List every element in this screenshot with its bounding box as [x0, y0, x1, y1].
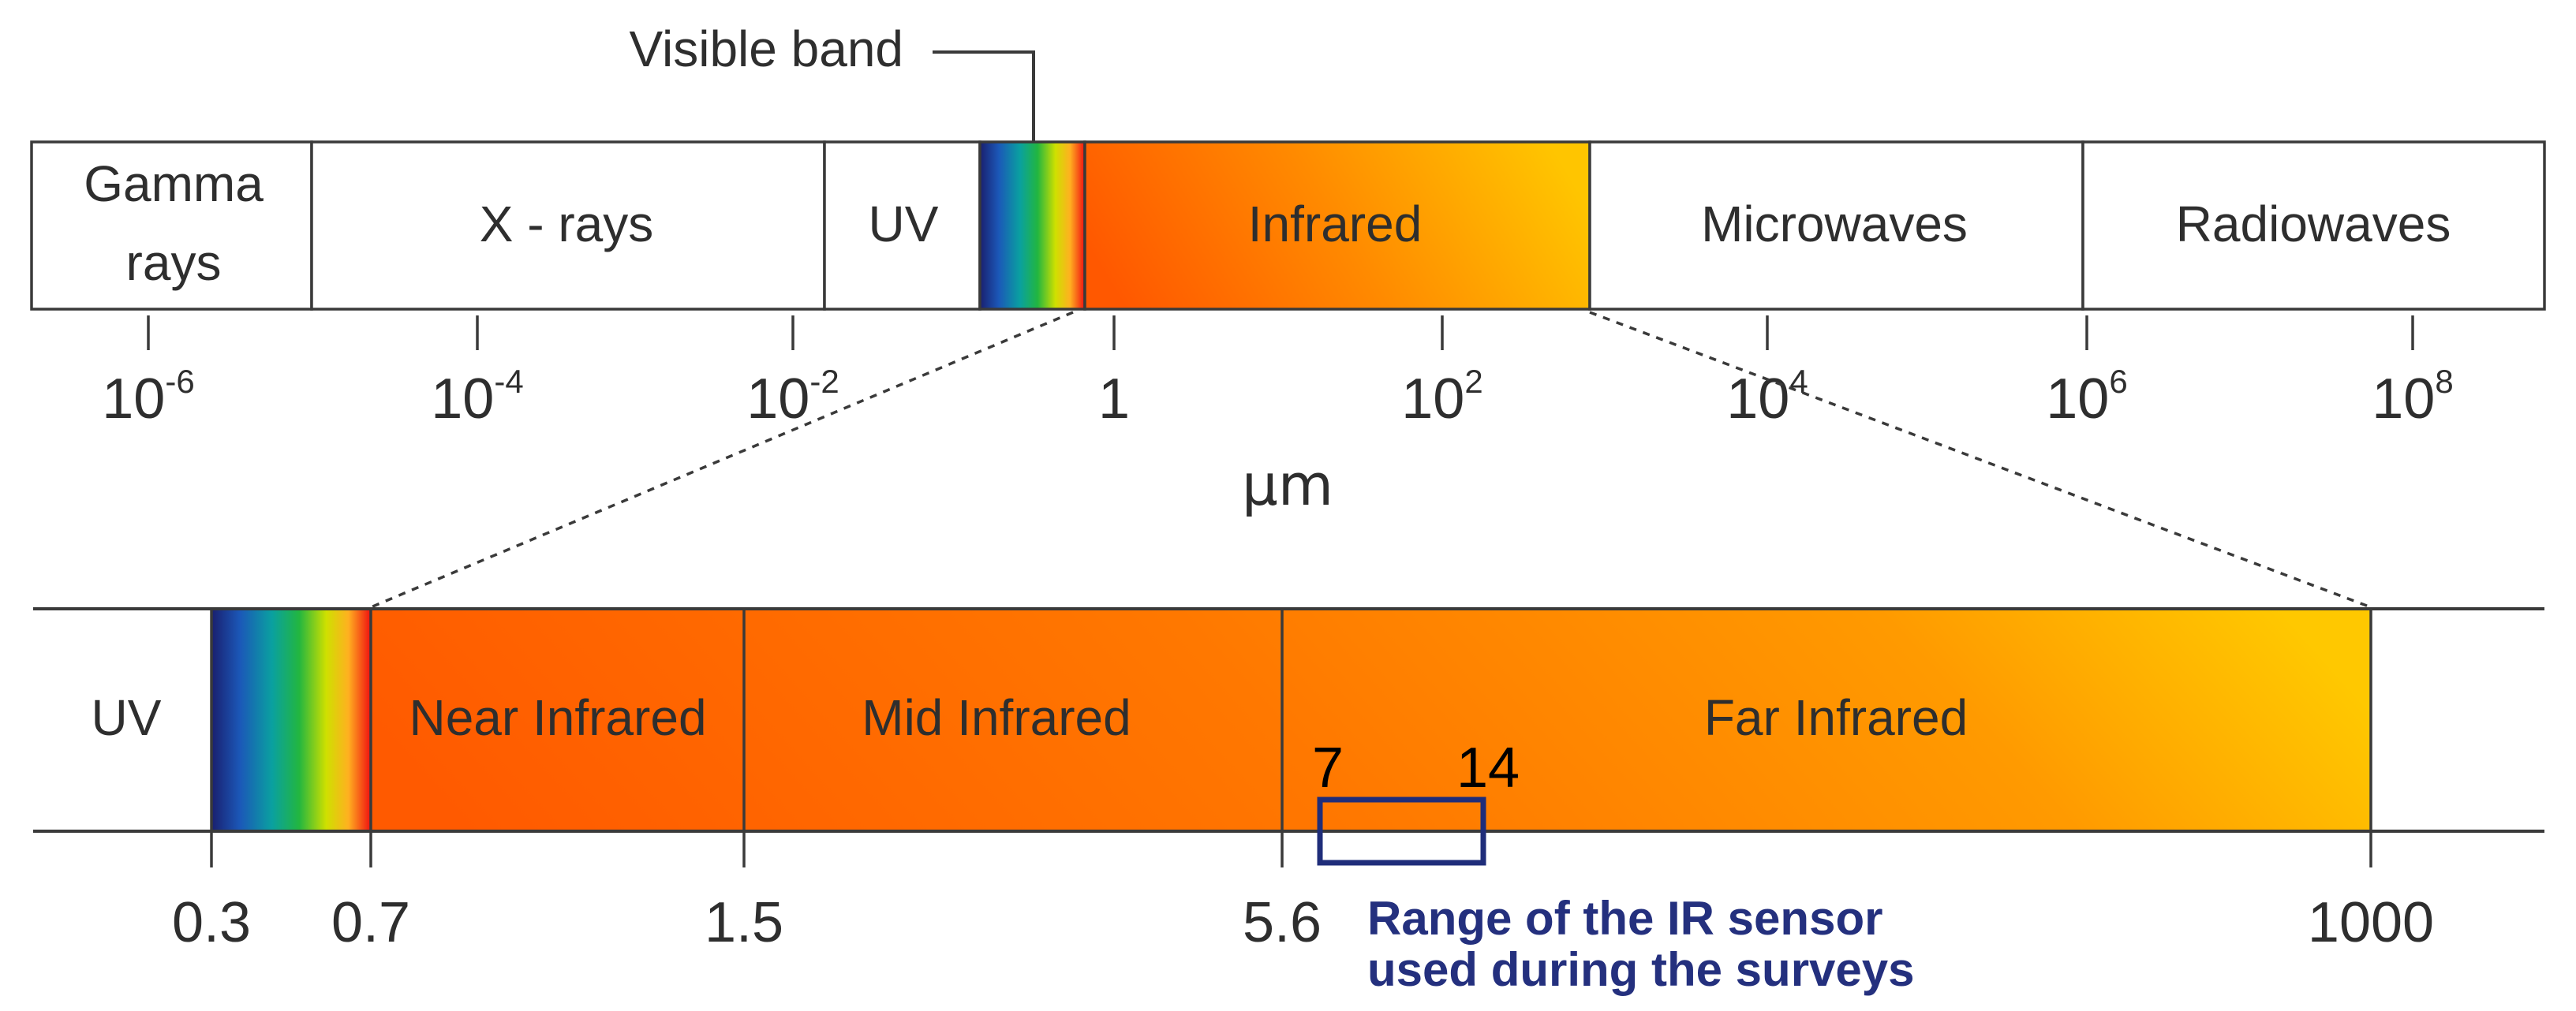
top-tick-label: 10-4 [431, 363, 523, 431]
band-label-near-infrared: Near Infrared [409, 689, 706, 746]
band-radiowaves [2081, 140, 2546, 311]
sensor-caption-line2: used during the surveys [1367, 943, 1915, 996]
band-label-mid-infrared: Mid Infrared [862, 689, 1131, 746]
bottom-axis: 0.3 0.7 1.5 5.6 1000 [172, 831, 2434, 954]
top-tick-label: 10-6 [102, 363, 194, 431]
top-axis: 10-6 10-4 10-2 1 102 104 106 108 µm [102, 315, 2454, 518]
unit-label: µm [1242, 452, 1333, 518]
visible-band-leader-line [933, 50, 1035, 142]
band-label-x-rays: X - rays [480, 196, 653, 252]
sensor-caption-line1: Range of the IR sensor [1367, 892, 1882, 945]
zoom-guide-left [370, 311, 1074, 609]
bottom-tick-label: 1000 [2308, 891, 2434, 954]
bottom-tick-label: 0.3 [172, 891, 251, 954]
top-tick-label: 106 [2046, 363, 2127, 431]
visible-band-label: Visible band [629, 21, 903, 77]
top-tick-label: 108 [2372, 363, 2453, 431]
band-label-gamma-line2: rays [126, 234, 222, 291]
sensor-range-start-label: 7 [1312, 737, 1344, 800]
bottom-tick-label: 0.7 [331, 891, 410, 954]
band-x-rays [310, 140, 826, 311]
band-infrared-bottom [371, 609, 2371, 831]
bottom-spectrum-bar: UV Near Infrared Mid Infrared Far Infrar… [33, 607, 2544, 833]
bottom-tick-label: 1.5 [705, 891, 783, 954]
band-label-far-infrared: Far Infrared [1704, 689, 1968, 746]
zoom-guide-right [1589, 311, 2372, 609]
top-tick-label: 102 [1401, 363, 1482, 431]
top-tick-label: 104 [1726, 363, 1808, 431]
top-spectrum-bar: Gamma rays X - rays UV Infrared Microwav… [30, 140, 2546, 311]
sensor-range-box [1317, 796, 1486, 866]
sensor-range-end-label: 14 [1456, 737, 1520, 800]
band-label-uv-bottom: UV [92, 689, 162, 746]
band-visible-top [978, 140, 1086, 311]
top-tick-label: 1 [1098, 367, 1130, 431]
band-label-microwaves: Microwaves [1701, 196, 1968, 252]
band-infrared-top [1083, 140, 1591, 311]
band-label-gamma-line1: Gamma [84, 155, 264, 212]
top-tick-label: 10-2 [746, 363, 839, 431]
band-microwaves [1588, 140, 2084, 311]
sensor-range: 7 14 Range of the IR sensor used during … [1312, 737, 1915, 996]
band-label-uv-top: UV [869, 196, 939, 252]
band-label-infrared: Infrared [1248, 196, 1423, 252]
band-gamma-rays [30, 140, 313, 311]
band-uv-top [823, 140, 981, 311]
band-visible-bottom [211, 609, 371, 831]
bottom-tick-label: 5.6 [1243, 891, 1322, 954]
band-label-radiowaves: Radiowaves [2176, 196, 2451, 252]
